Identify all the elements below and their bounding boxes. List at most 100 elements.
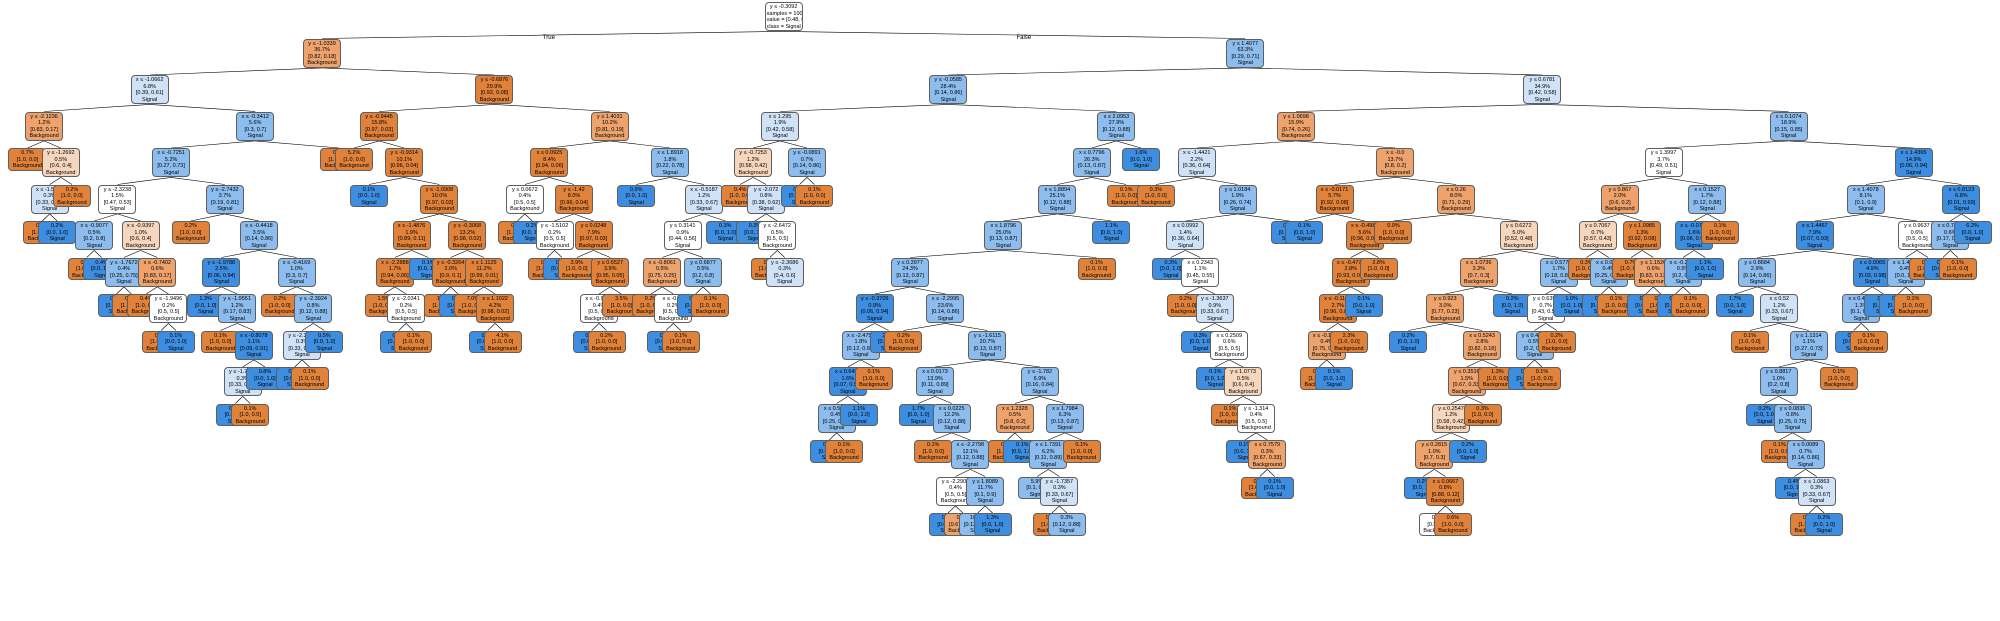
tree-node-line: x ≤ 0.0925	[536, 150, 563, 156]
tree-node-line: [0.0, 1.0]	[1895, 272, 1917, 279]
tree-node-line: x ≤ -0.3412	[241, 113, 269, 120]
tree-node-line: [0.14, 0.86]	[931, 309, 960, 316]
tree-node-line: 0.2%	[548, 229, 561, 236]
tree-node-line: y ≤ 1.1526	[1640, 259, 1667, 266]
tree-node-s5: 0.3%[1.0, 0.0]Background	[1136, 184, 1175, 208]
tree-node-line: [1.0, 0.0]	[16, 156, 39, 163]
tree-edge	[970, 469, 986, 477]
tree-node-line: 1.7%	[1728, 296, 1742, 302]
tree-edge	[1326, 359, 1335, 368]
tree-node-line: 0.2%	[1758, 405, 1771, 412]
tree-node-line: [0.97, 0.03]	[425, 199, 454, 206]
tree-node-line: [0.0, 1.0]	[90, 266, 113, 273]
tree-node-t52: 0.1%[1.0, 0.0]Background	[1938, 257, 1977, 281]
tree-edge	[1675, 286, 1684, 295]
tree-node-line: x ≤ -0.7402	[143, 259, 172, 266]
tree-node-line: [0.3, 0.7]	[285, 272, 308, 279]
tree-edge	[1478, 250, 1519, 258]
tree-node-line: Signal	[1189, 169, 1205, 176]
tree-node-line: [0.75, 0.25]	[648, 272, 676, 279]
tree-node-line: [1.0, 0.0]	[833, 448, 855, 455]
tree-node-line: Background	[1430, 498, 1461, 505]
tree-node-line: 63.3%	[1237, 47, 1254, 54]
tree-edge	[224, 213, 260, 222]
tree-node-line: Background	[1441, 206, 1471, 213]
tree-edge	[1597, 213, 1621, 222]
tree-node-line: y ≤ -2.3686	[770, 259, 799, 266]
tree-node-line: Signal	[1797, 461, 1814, 468]
tree-node-line: [1.0, 0.0]	[239, 412, 261, 419]
tree-node-line: Signal	[213, 279, 230, 286]
tree-node-line: Signal	[1697, 272, 1713, 279]
tree-node-line: Signal	[1864, 279, 1880, 286]
tree-node-line: y ≤ -1.9788	[207, 259, 236, 266]
tree-node-line: y ≤ 0.4488	[1521, 332, 1548, 339]
tree-node-line: [0.06, 0.94]	[1680, 236, 1708, 243]
tree-node-line: Background	[888, 345, 919, 352]
tree-node-line: x ≤ -0.9801	[585, 296, 613, 302]
tree-node-line: [0.25, 0.75]	[1595, 272, 1623, 279]
tree-edge	[160, 323, 169, 331]
tree-node-p12: 0.1%[1.0, 0.0]Background	[394, 330, 433, 354]
tree-edge	[322, 67, 495, 76]
tree-node-line: [0.0, 1.0]	[165, 339, 187, 346]
tree-node-line: 0.4%	[1602, 266, 1616, 273]
tree-node-line: Signal	[1770, 388, 1787, 395]
tree-node-line: Background	[1627, 242, 1657, 249]
tree-node-line: [0.7, 0.3]	[1468, 272, 1490, 279]
tree-node-line: [1.0, 0.0]	[1442, 521, 1464, 528]
tree-node-line: x ≤ 1.8918	[657, 150, 683, 156]
tree-edge	[354, 140, 380, 149]
tree-edge	[860, 359, 874, 368]
tree-node-q16: 0.2%[1.0, 0.0]Background	[587, 330, 626, 354]
tree-node-line: 3.5%	[615, 296, 628, 302]
tree-node-line: 1.5%	[111, 193, 124, 200]
tree-node-line: [0.12, 0.88]	[1053, 521, 1081, 528]
tree-node-line: Background	[1542, 345, 1572, 352]
tree-edge	[836, 432, 845, 441]
tree-edge	[524, 213, 533, 222]
tree-node-line: [0.71, 0.29]	[1442, 199, 1470, 206]
tree-node-line: [1.0, 0.0]	[1739, 339, 1761, 346]
tree-node-line: [0.33, 0.67]	[35, 199, 64, 206]
tree-edge	[301, 359, 310, 368]
tree-edge	[1423, 469, 1435, 477]
tree-node-line: 10.2%	[601, 120, 618, 127]
tree-node-line: x ≤ 1.0863	[1803, 478, 1830, 485]
tree-edge	[1663, 177, 1708, 185]
tree-edge	[609, 140, 671, 149]
tree-node-line: Background	[1170, 309, 1201, 316]
tree-edge	[682, 213, 705, 222]
tree-node-line: Signal	[1749, 279, 1765, 286]
tree-node-line: [0.95, 0.05]	[596, 272, 624, 279]
tree-node-line: [0.25, 0.75]	[110, 272, 138, 279]
tree-node-line: 24.3%	[902, 266, 918, 273]
tree-node-line: y ≤ -1.7672	[110, 259, 138, 266]
tree-node-line: y ≤ -2.7432	[211, 186, 239, 193]
tree-edge	[405, 323, 414, 331]
tree-node-line: Background	[424, 206, 455, 213]
tree-node-line: Signal	[1816, 528, 1832, 535]
tree-node-line: [1.0, 0.0]	[1620, 266, 1642, 273]
tree-node-r26: 0.1%[1.0, 0.0]Background	[854, 367, 893, 390]
tree-node-q11: 3.9%[1.0, 0.0]Background	[557, 257, 596, 281]
tree-node-line: 5.7%	[1328, 193, 1341, 200]
tree-node-line: Background	[595, 133, 625, 140]
tree-node-line: Signal	[717, 236, 733, 243]
tree-node-line: y ≤ -0.9445	[365, 113, 393, 120]
tree-node-line: [0.92, 0.08]	[480, 90, 509, 97]
tree-node-r28: 1.1%[0.0, 1.0]Signal	[839, 403, 878, 427]
tree-node-line: 0.6%	[1647, 266, 1660, 273]
tree-node-t50: 6.2%[0.0, 1.0]Signal	[1953, 221, 1992, 244]
tree-node-line: [0.5, 0.5]	[157, 309, 180, 316]
tree-edge	[662, 250, 683, 258]
